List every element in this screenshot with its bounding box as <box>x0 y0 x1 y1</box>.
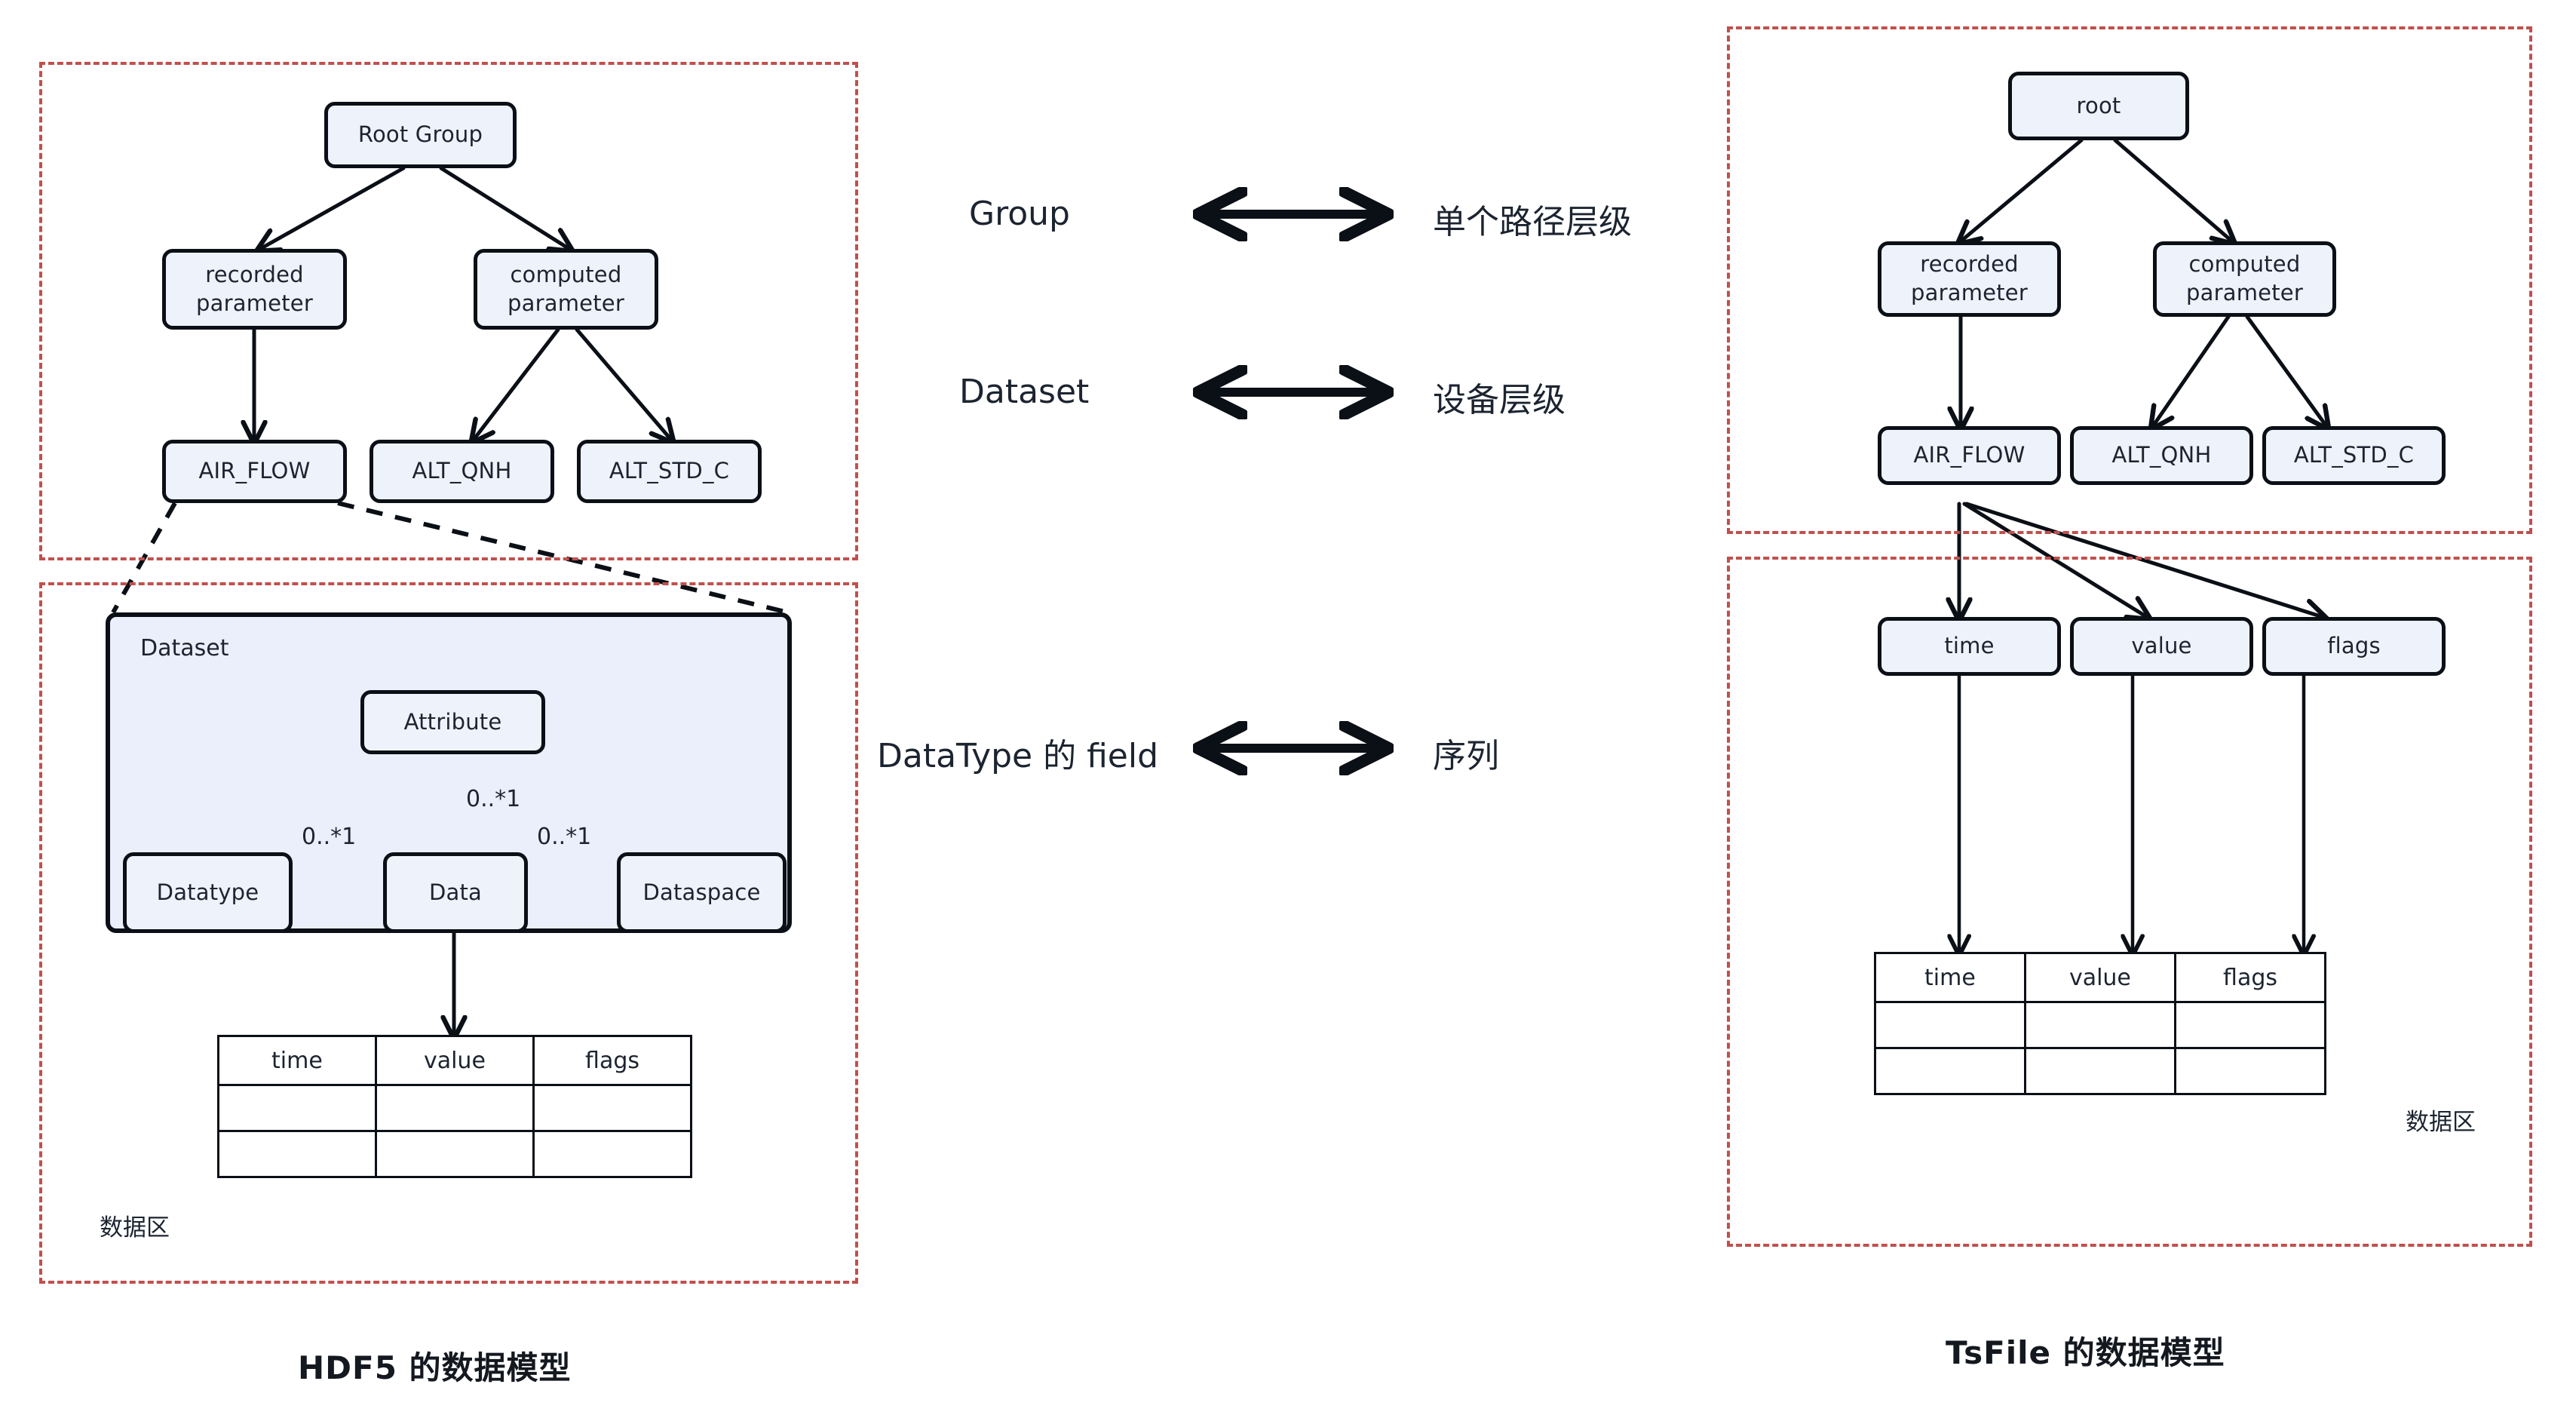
node-label: Datatype <box>156 879 259 905</box>
table-header-row: time value flags <box>1874 952 2326 1003</box>
node-attribute[interactable]: Attribute <box>360 690 545 754</box>
mapping-right-group: 单个路径层级 <box>1433 203 1632 241</box>
mapping-left-group: Group <box>969 195 1070 233</box>
table-cell <box>217 1084 377 1132</box>
node-right-time[interactable]: time <box>1878 617 2061 676</box>
table-header-cell: time <box>217 1035 377 1086</box>
node-label-line1: computed <box>510 261 622 287</box>
node-label: ALT_QNH <box>2111 442 2212 468</box>
node-label-line1: recorded <box>1920 251 2019 278</box>
node-right-recorded-parameter[interactable]: recorded parameter <box>1878 241 2061 317</box>
node-right-air-flow[interactable]: AIR_FLOW <box>1878 426 2061 485</box>
tsfile-tree-region <box>1727 26 2532 534</box>
node-label: time <box>1944 633 1995 659</box>
node-label: ALT_STD_C <box>609 458 730 484</box>
node-label: Attribute <box>403 708 502 735</box>
cardinality-attribute-data: 0..*1 <box>466 786 521 812</box>
table-cell <box>374 1130 535 1178</box>
table-header-cell: flags <box>2174 952 2326 1003</box>
table-row <box>1874 1001 2326 1049</box>
node-left-air-flow[interactable]: AIR_FLOW <box>162 440 347 503</box>
node-left-alt-std-c[interactable]: ALT_STD_C <box>577 440 762 503</box>
table-cell <box>1874 1047 2026 1095</box>
table-cell <box>2174 1001 2326 1049</box>
cardinality-data-dataspace: 0..*1 <box>537 824 592 850</box>
node-left-recorded-parameter[interactable]: recorded parameter <box>162 249 347 330</box>
hdf5-caption: HDF5 的数据模型 <box>298 1349 572 1386</box>
table-cell <box>2174 1047 2326 1095</box>
node-label: root <box>2076 92 2121 118</box>
node-label-line2: parameter <box>2186 280 2303 305</box>
cardinality-datatype-data: 0..*1 <box>302 824 357 850</box>
node-label: ALT_QNH <box>412 458 512 484</box>
tsfile-series-region <box>1727 557 2532 1247</box>
tsfile-zone-label: 数据区 <box>2406 1109 2476 1136</box>
node-right-alt-std-c[interactable]: ALT_STD_C <box>2262 426 2446 485</box>
table-row <box>1874 1047 2326 1095</box>
node-dataspace[interactable]: Dataspace <box>617 852 787 933</box>
mapping-left-datatype-field: DataType 的 field <box>877 737 1159 775</box>
table-cell <box>2023 1047 2177 1095</box>
table-cell <box>532 1084 692 1132</box>
node-left-computed-parameter[interactable]: computed parameter <box>474 249 658 330</box>
table-header-cell: value <box>2023 952 2177 1003</box>
node-label: AIR_FLOW <box>198 458 311 484</box>
node-right-flags[interactable]: flags <box>2262 617 2446 676</box>
table-cell <box>217 1130 377 1178</box>
hdf5-data-table: time value flags <box>217 1035 692 1178</box>
node-right-value[interactable]: value <box>2070 617 2253 676</box>
table-header-cell: flags <box>532 1035 692 1086</box>
table-row <box>217 1084 692 1132</box>
node-label-line2: parameter <box>1911 280 2028 305</box>
node-label: ALT_STD_C <box>2293 442 2415 468</box>
table-cell <box>1874 1001 2026 1049</box>
node-label: Data <box>428 879 483 905</box>
node-label: Root Group <box>357 121 483 148</box>
table-cell <box>532 1130 692 1178</box>
node-label-line1: computed <box>2188 251 2301 278</box>
node-datatype[interactable]: Datatype <box>123 852 293 933</box>
table-header-cell: time <box>1874 952 2026 1003</box>
node-data[interactable]: Data <box>383 852 528 933</box>
node-right-computed-parameter[interactable]: computed parameter <box>2153 241 2336 317</box>
hdf5-detail-region <box>39 582 858 1284</box>
mapping-right-series: 序列 <box>1433 737 1499 775</box>
table-header-row: time value flags <box>217 1035 692 1086</box>
table-cell <box>374 1084 535 1132</box>
table-cell <box>2023 1001 2177 1049</box>
tsfile-caption: TsFile 的数据模型 <box>1946 1334 2225 1371</box>
hdf5-tree-region <box>39 62 858 560</box>
node-left-root[interactable]: Root Group <box>324 102 517 168</box>
node-label-line1: recorded <box>205 261 304 287</box>
mapping-right-dataset: 设备层级 <box>1433 381 1566 419</box>
dataset-panel-title: Dataset <box>140 635 229 661</box>
node-right-alt-qnh[interactable]: ALT_QNH <box>2070 426 2253 485</box>
node-right-root[interactable]: root <box>2008 72 2189 140</box>
table-header-cell: value <box>374 1035 535 1086</box>
table-row <box>217 1130 692 1178</box>
node-label: AIR_FLOW <box>1913 442 2026 468</box>
hdf5-zone-label: 数据区 <box>100 1214 170 1241</box>
node-label: Dataspace <box>642 879 761 905</box>
node-label: flags <box>2327 633 2381 659</box>
tsfile-data-table: time value flags <box>1874 952 2326 1095</box>
node-label: value <box>2131 633 2192 659</box>
mapping-left-dataset: Dataset <box>959 373 1090 411</box>
node-label-line2: parameter <box>196 290 313 316</box>
node-left-alt-qnh[interactable]: ALT_QNH <box>370 440 554 503</box>
node-label-line2: parameter <box>508 290 624 316</box>
